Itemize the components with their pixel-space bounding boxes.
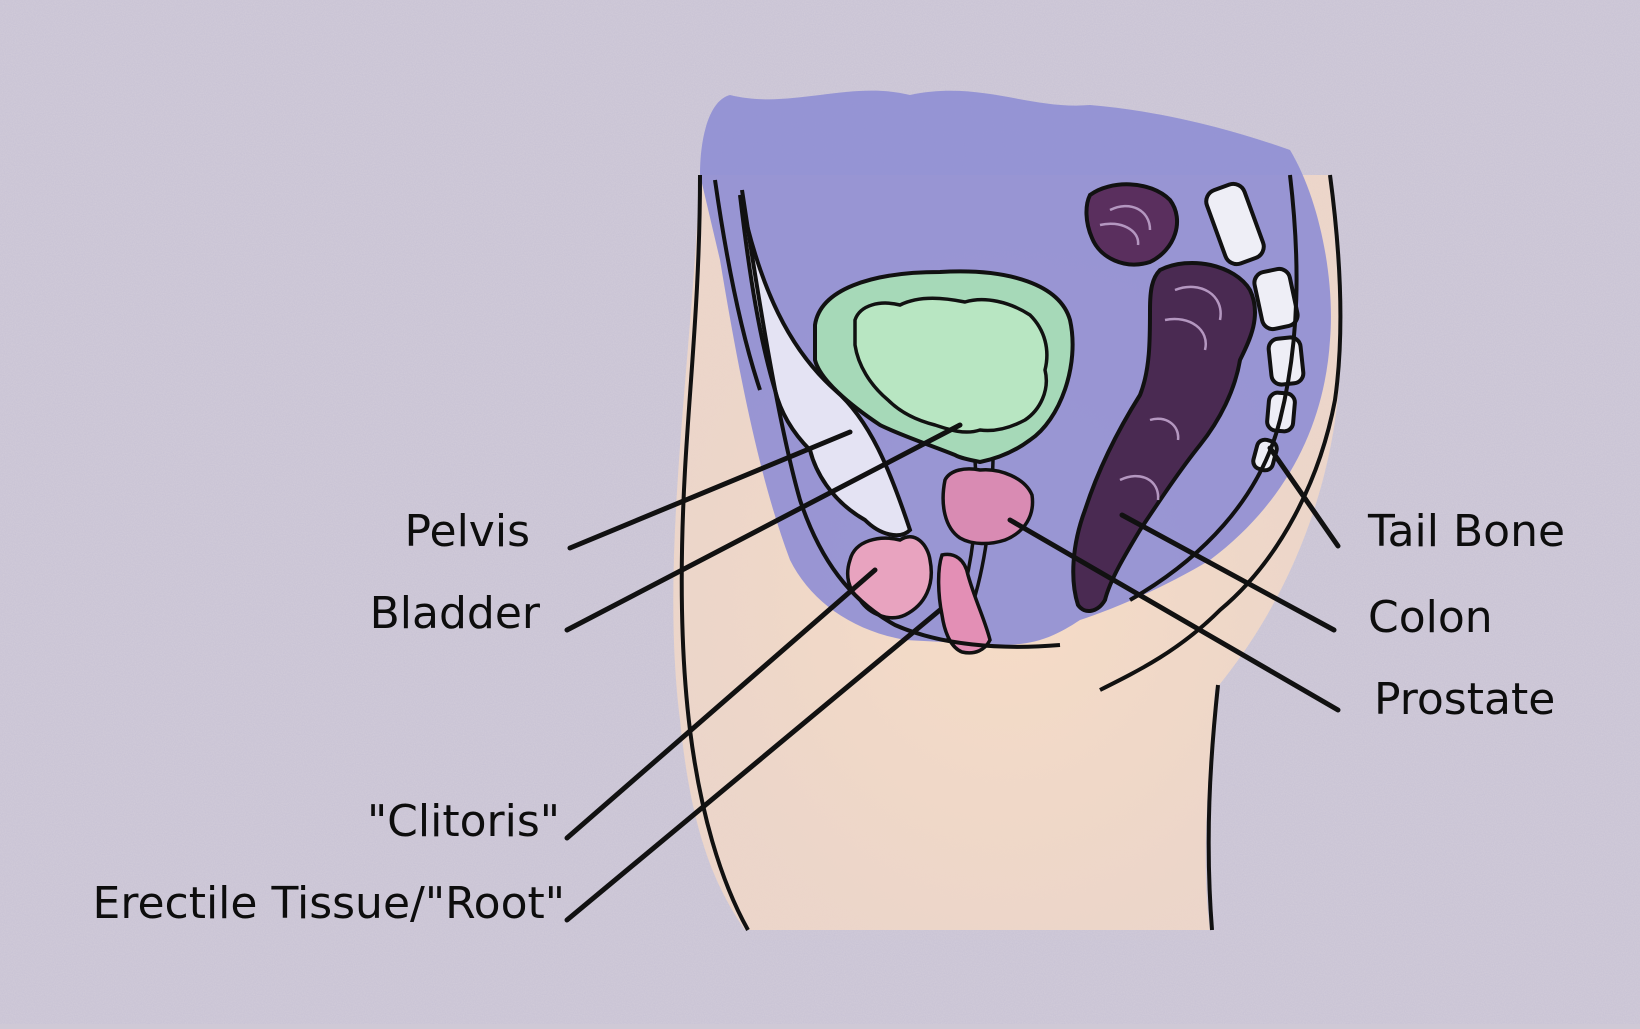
label-tail-bone: Tail Bone <box>1368 506 1566 557</box>
colon-upper-loop <box>1084 182 1180 267</box>
pelvis-bone <box>738 194 913 538</box>
pointer-clitoris <box>564 567 878 841</box>
label-clitoris: "Clitoris" <box>366 796 560 847</box>
label-colon: Colon <box>1368 592 1493 643</box>
pointer-prostate <box>1007 517 1341 713</box>
pointer-lines <box>564 422 1341 923</box>
colon-folds <box>1099 204 1222 501</box>
pointer-pelvis <box>567 429 853 551</box>
label-pelvis: Pelvis <box>404 506 530 557</box>
prostate-shape <box>941 467 1035 546</box>
pointer-tail-bone <box>1267 445 1341 549</box>
pointer-bladder <box>564 422 963 633</box>
colon-shape <box>1071 261 1257 613</box>
label-erectile-tissue: Erectile Tissue/"Root" <box>92 878 565 929</box>
pointer-colon <box>1119 512 1337 633</box>
label-prostate: Prostate <box>1374 674 1556 725</box>
pointer-erectile-tissue <box>564 607 943 923</box>
bladder-inner <box>853 296 1049 434</box>
label-bladder: Bladder <box>369 588 540 639</box>
